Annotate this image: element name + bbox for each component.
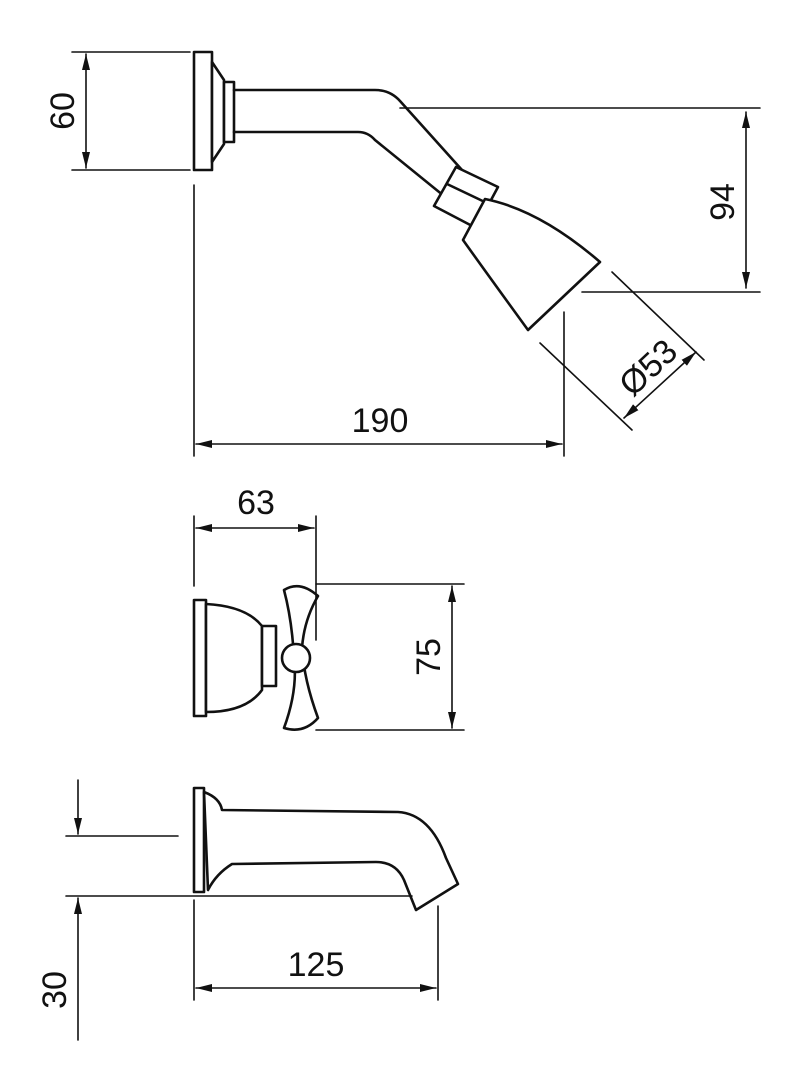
dim-60: 60 [44, 51, 191, 171]
dim-94: 94 [399, 107, 761, 293]
shower-arm [232, 88, 464, 198]
wall-flange [192, 50, 236, 172]
dim-diameter-53-label: Ø53 [612, 332, 685, 404]
dim-190: 190 [193, 184, 565, 457]
dim-30: 30 [36, 779, 413, 1041]
cross-handle [280, 584, 320, 731]
dim-30-label: 30 [36, 971, 74, 1009]
dim-75: 75 [315, 583, 465, 731]
dim-125: 125 [193, 899, 439, 1001]
dim-63-label: 63 [237, 484, 275, 522]
dim-190-label: 190 [352, 402, 409, 440]
dim-75-label: 75 [410, 638, 448, 676]
shower-head [461, 197, 602, 332]
tap-flange [192, 598, 278, 718]
shower-arm-view [192, 50, 602, 332]
dim-60-label: 60 [44, 92, 82, 130]
dim-63: 63 [193, 484, 317, 641]
dim-125-label: 125 [288, 946, 345, 984]
tap-view [192, 584, 320, 731]
spout-view [192, 786, 460, 912]
dim-94-label: 94 [704, 183, 742, 221]
